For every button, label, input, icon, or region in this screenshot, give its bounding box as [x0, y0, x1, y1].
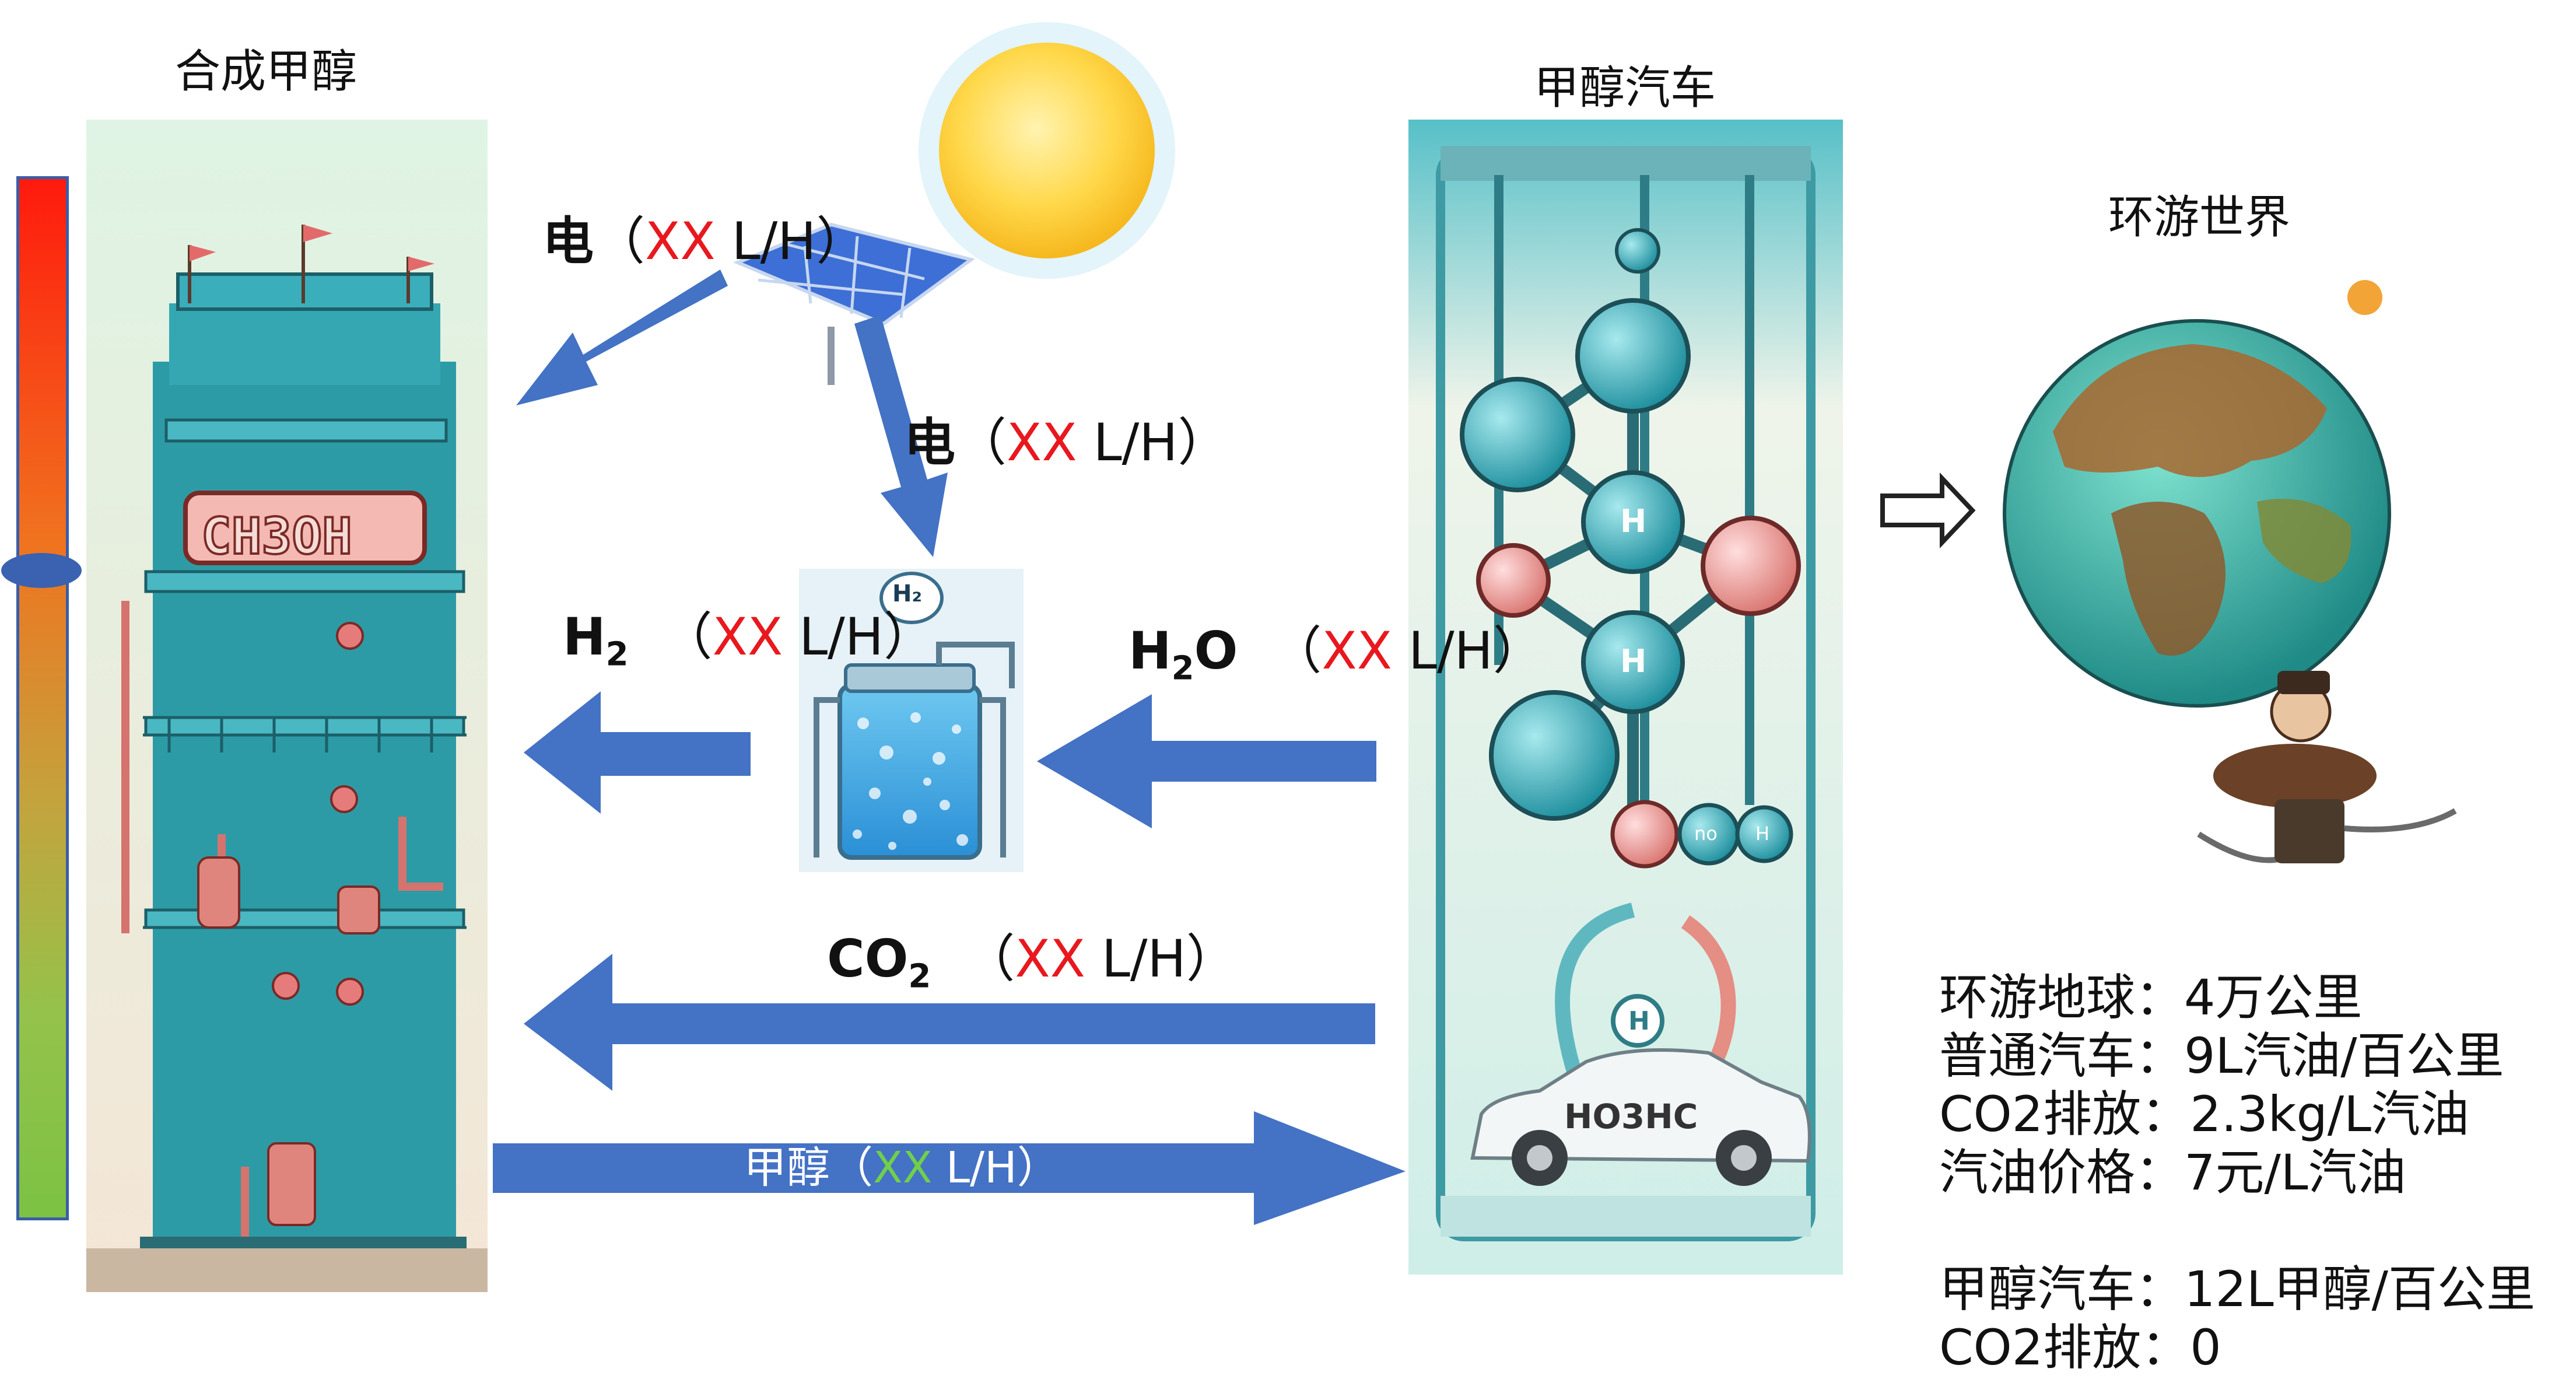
car-title: 甲醇汽车 [1534, 62, 1716, 114]
label-co2-flow: CO2 （XX L/H） [827, 933, 1238, 993]
stats-line: 环游地球：4万公里 [1939, 969, 2363, 1026]
arrow-tank-to-tower [524, 691, 751, 814]
atom-h-label: H [1628, 1006, 1650, 1036]
stats-line: 汽油价格：7元/L汽油 [1939, 1144, 2406, 1201]
label-subscript: 2 [1171, 649, 1194, 688]
stats-spacer [1939, 1202, 2535, 1260]
label-suffix: O [1194, 621, 1238, 681]
label-unit: L/H） [1085, 929, 1238, 989]
methanol-tower-illustration [86, 120, 488, 1292]
label-electricity-to-tank: 电（XX L/H） [904, 417, 1229, 468]
stats-line: CO2排放：2.3kg/L汽油 [1939, 1086, 2469, 1143]
label-subscript: 2 [908, 957, 931, 996]
tower-sign-text: CH3OH [200, 506, 353, 567]
label-h2-flow: H2 （XX L/H） [563, 611, 935, 671]
stats-line: CO2排放：0 [1939, 1319, 2221, 1376]
arrow-solar-to-tower [516, 270, 728, 405]
solar-panel-icon [733, 222, 975, 385]
label-value: XX [1322, 621, 1392, 681]
travel-stats: 环游地球：4万公里 普通汽车：9L汽油/百公里 CO2排放：2.3kg/L汽油 … [1939, 968, 2535, 1377]
label-open-paren: （ [661, 607, 713, 667]
label-open-paren: （ [1270, 621, 1322, 681]
label-value: XX [1015, 929, 1085, 989]
label-prefix: H [1128, 621, 1172, 681]
label-open-paren: （ [594, 211, 646, 271]
label-value: XX [873, 1143, 933, 1193]
label-unit: L/H） [932, 1143, 1060, 1193]
atom-h-label: H [1620, 503, 1647, 540]
world-title: 环游世界 [2108, 191, 2291, 244]
atom-h-label: H [1620, 643, 1647, 680]
globe-icon [2003, 280, 2457, 863]
synthesis-title: 合成甲醇 [175, 46, 358, 98]
stats-line: 普通汽车：9L汽油/百公里 [1939, 1027, 2504, 1084]
label-subscript: 2 [605, 635, 629, 674]
label-open-paren: （ [830, 1143, 873, 1193]
label-unit: L/H） [783, 607, 935, 667]
gradient-slider-thumb[interactable] [1, 553, 82, 588]
label-unit: L/H） [1077, 412, 1229, 473]
atom-no-label: no [1694, 822, 1718, 845]
arrow-car-to-tower [524, 954, 1375, 1091]
label-open-paren: （ [963, 929, 1015, 989]
label-value: XX [1007, 412, 1077, 473]
label-unit: L/H） [1392, 621, 1544, 681]
label-prefix: 甲醇 [744, 1143, 830, 1193]
arrow-tower-to-car [493, 1111, 1406, 1225]
temperature-gradient-bar [16, 176, 69, 1220]
sun-icon [919, 22, 1175, 279]
label-methanol-flow: 甲醇（XX L/H） [744, 1146, 1060, 1189]
arrow-solar-to-tank [854, 315, 948, 557]
label-value: XX [712, 607, 783, 667]
arrow-car-to-tank [1037, 694, 1376, 828]
label-prefix: 电 [904, 412, 956, 473]
label-prefix: 电 [542, 211, 594, 271]
hollow-right-arrow-icon [1880, 472, 1976, 549]
flow-arrows [493, 270, 1406, 1225]
stats-line: 甲醇汽车：12L甲醇/百公里 [1939, 1261, 2535, 1318]
tank-h2-badge: H₂ [892, 580, 922, 607]
label-h2o-flow: H2O （XX L/H） [1128, 625, 1544, 685]
atom-h-label: H [1755, 822, 1770, 845]
car-plate-text: HO3HC [1564, 1097, 1698, 1136]
label-prefix: H [563, 607, 606, 667]
label-value: XX [645, 211, 716, 271]
electrolysis-tank-illustration [799, 569, 1024, 872]
label-electricity-to-tower: 电（XX L/H） [542, 216, 867, 267]
label-open-paren: （ [955, 412, 1007, 473]
methanol-car-illustration [1408, 120, 1843, 1275]
label-prefix: CO [827, 929, 909, 989]
label-unit: L/H） [715, 211, 868, 271]
